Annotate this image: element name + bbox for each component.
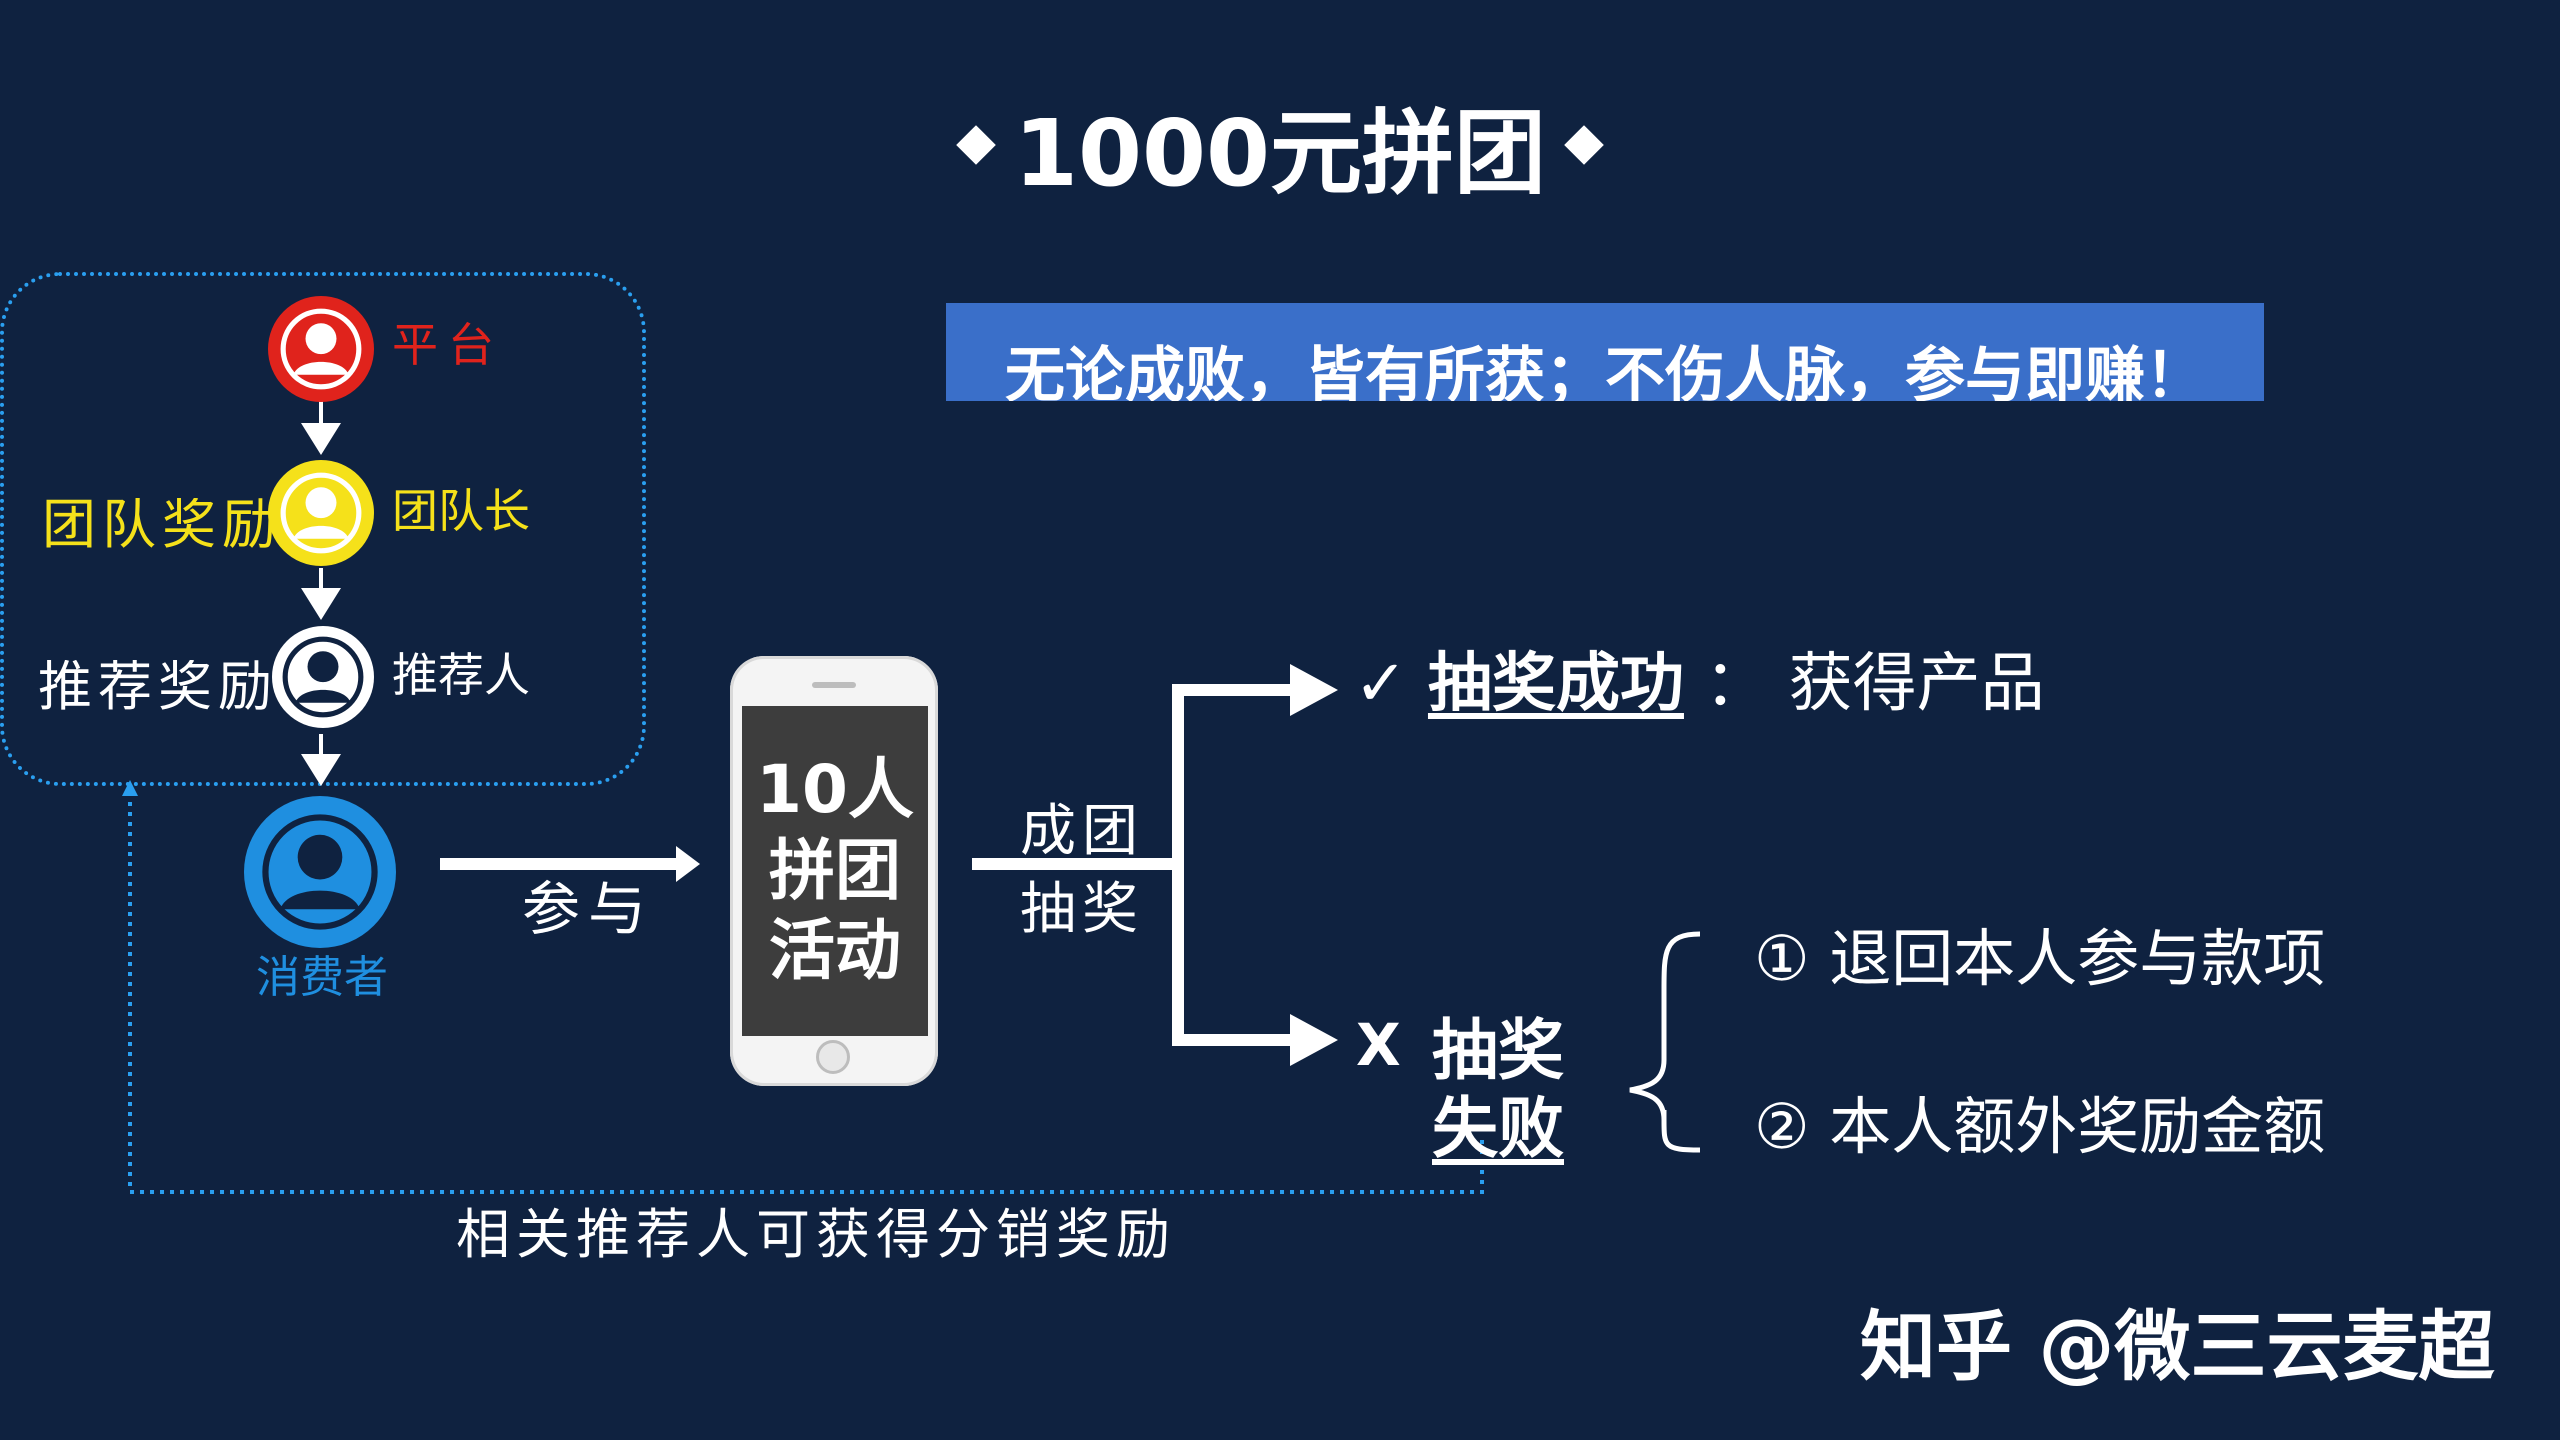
team-leader-avatar (268, 460, 374, 566)
activity-line-1: 10人 (756, 751, 914, 829)
platform-label: 平台 (392, 318, 504, 372)
watermark: 知乎 @微三云麦超 (1860, 1302, 2495, 1391)
curly-brace (1629, 931, 1701, 1153)
fail-mark-icon: X (1356, 1011, 1401, 1079)
activity-screen: 10人 拼团 活动 (742, 706, 928, 1036)
consumer-label: 消费者 (256, 952, 388, 1003)
fail-title-line-2: 失败 (1432, 1089, 1564, 1167)
person-icon (280, 472, 362, 554)
fail-result-2: ② 本人额外奖励金额 (1754, 1090, 2326, 1163)
fail-result-1: ① 退回本人参与款项 (1754, 922, 2326, 995)
group-formed-label: 成团 (1020, 799, 1144, 864)
referrer-avatar (272, 626, 374, 728)
lottery-label: 抽奖 (1020, 877, 1144, 942)
participate-arrow (440, 846, 700, 882)
team-leader-label: 团队长 (392, 484, 530, 538)
slogan-text: 无论成败，皆有所获；不伤人脉，参与即赚！ (1005, 341, 2205, 401)
activity-line-2: 拼团 (769, 831, 901, 909)
title-text: 1000元拼团 (1013, 99, 1547, 207)
success-title: 抽奖成功 (1427, 647, 1684, 721)
check-icon: ✓ (1354, 647, 1408, 721)
person-icon (262, 814, 378, 930)
consumer-avatar (244, 796, 396, 948)
team-reward-label: 团队奖励 (42, 498, 282, 552)
success-outcome: ✓ 抽奖成功 ： 获得产品 (1354, 652, 2045, 716)
success-separator: ： (1704, 647, 1769, 721)
page-title: 1000元拼团 (0, 75, 2560, 215)
referrer-label: 推荐人 (392, 648, 530, 702)
activity-line-3: 活动 (769, 912, 901, 990)
join-label: 参与 (522, 875, 655, 943)
slogan-banner: 无论成败，皆有所获；不伤人脉，参与即赚！ (946, 303, 2264, 401)
feedback-loop (122, 780, 1484, 1194)
person-icon (280, 308, 362, 390)
referral-reward-label: 推荐奖励 (38, 660, 278, 714)
fail-title: 抽奖 失败 (1432, 1012, 1564, 1168)
success-result: 获得产品 (1788, 647, 2045, 721)
fail-title-line-1: 抽奖 (1432, 1012, 1564, 1089)
platform-avatar (268, 296, 374, 402)
distribution-reward-label: 相关推荐人可获得分销奖励 (456, 1203, 1176, 1266)
phone-home-button (816, 1040, 850, 1074)
branch-arrows (972, 664, 1338, 1066)
phone-speaker (812, 682, 856, 688)
person-icon (282, 636, 364, 718)
